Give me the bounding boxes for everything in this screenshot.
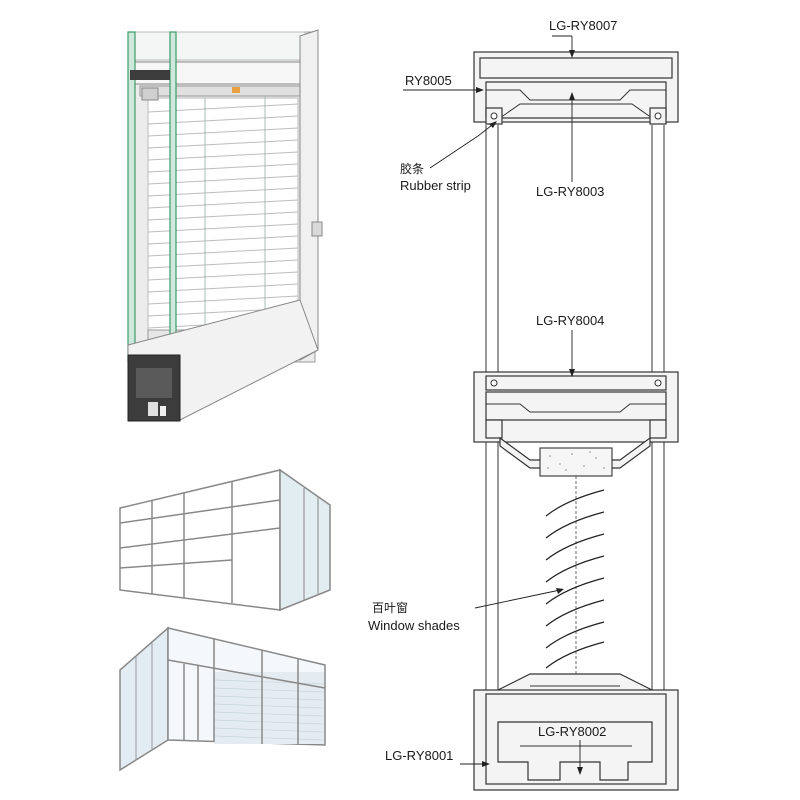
partition-room-illustration-2: [119, 626, 326, 772]
profile-lg-ry8004: [473, 371, 679, 469]
label-lg-ry8002: LG-RY8002: [538, 724, 606, 739]
label-rubber-strip-cn: 胶条: [400, 161, 424, 176]
partition-room-illustration-1: [119, 468, 331, 612]
label-shades-en: Window shades: [368, 618, 460, 633]
label-lg-ry8001: LG-RY8001: [385, 748, 453, 763]
label-ry8005: RY8005: [405, 73, 452, 88]
label-lg-ry8003: LG-RY8003: [536, 184, 604, 199]
profile-lg-ry8007: [473, 51, 679, 125]
profile-lg-ry8001: [473, 689, 679, 791]
label-shades-cn: 百叶窗: [372, 601, 408, 615]
cross-section-drawing: [403, 35, 679, 791]
label-lg-ry8004: LG-RY8004: [536, 313, 604, 328]
label-lg-ry8007: LG-RY8007: [549, 18, 617, 33]
window-section-3d-illustration: [127, 29, 323, 422]
blind-headbox: [539, 447, 613, 477]
window-shade-slats: [545, 489, 605, 669]
label-rubber-strip-en: Rubber strip: [400, 178, 471, 193]
